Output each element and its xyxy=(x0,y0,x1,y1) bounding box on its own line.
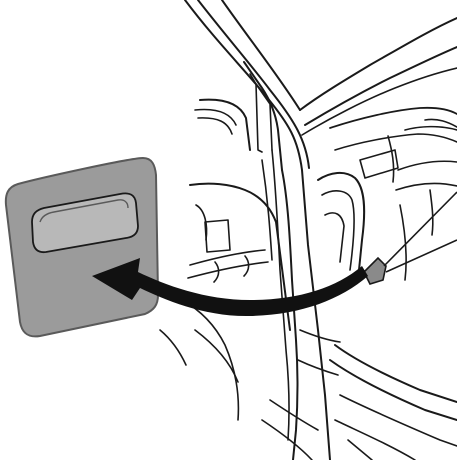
location-marker xyxy=(364,192,457,284)
car-body-lines xyxy=(160,0,457,460)
detail-panel xyxy=(6,158,158,336)
